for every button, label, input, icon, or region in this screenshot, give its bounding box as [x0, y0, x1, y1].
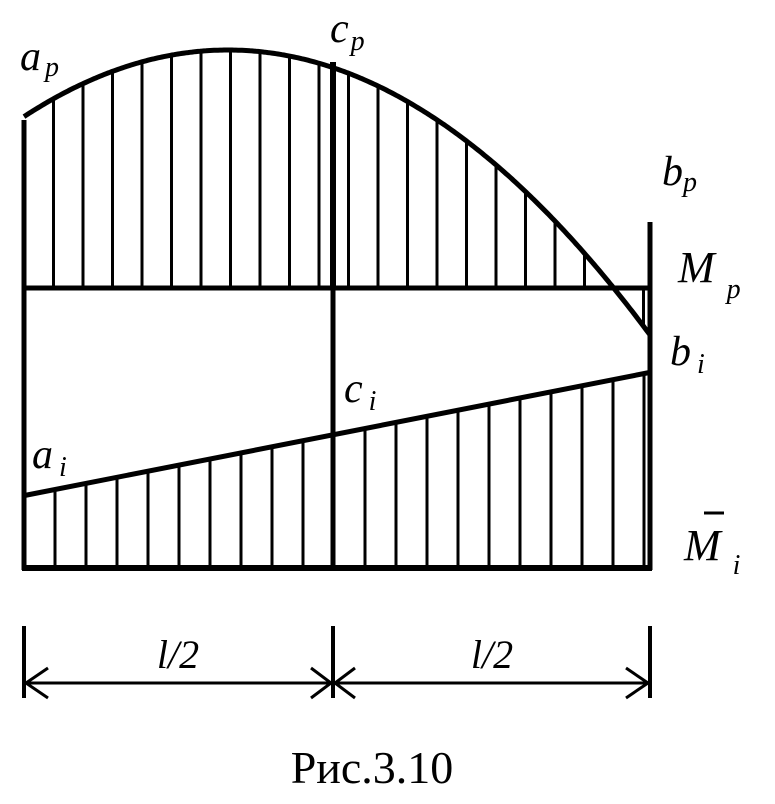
label-b-p-main: b — [662, 149, 683, 195]
arrow-head-mid-right — [332, 666, 356, 700]
label-c-i-sub: i — [369, 386, 377, 417]
arrow-head-mid-left — [310, 666, 334, 700]
label-c-p: cp — [330, 6, 365, 57]
label-b-p: bp — [662, 149, 697, 198]
arrow-head-right-outer — [625, 666, 651, 700]
label-c-p-main: c — [330, 6, 349, 52]
label-b-i-sub: i — [697, 349, 705, 380]
label-a-p-main: a — [20, 34, 41, 80]
mp-curve — [22, 47, 653, 337]
label-b-i-main: b — [670, 329, 691, 375]
label-a-p-sub: p — [43, 52, 59, 83]
label-m-p-sub: p — [725, 274, 741, 305]
mp-diagram — [21, 47, 653, 337]
dimension-line — [22, 626, 652, 700]
figure-caption: Рис.3.10 — [291, 742, 454, 793]
dim-label-right: l/2 — [471, 632, 513, 677]
label-c-i-main: c — [344, 366, 363, 412]
mp-hatch-lines — [52, 50, 645, 327]
label-a-i-sub: i — [59, 452, 67, 483]
dim-label-left: l/2 — [157, 632, 199, 677]
label-m-p-main: M — [677, 243, 717, 292]
label-m-i-main: M — [683, 521, 723, 570]
mi-sloped-line — [21, 369, 653, 499]
arrow-head-left-outer — [23, 666, 49, 700]
mi-hatch-lines — [53, 373, 646, 568]
label-b-p-sub: p — [681, 167, 697, 198]
label-m-i-sub: i — [733, 550, 741, 581]
frame-lines — [21, 288, 653, 570]
label-c-p-sub: p — [349, 26, 365, 57]
label-a-i-main: a — [32, 432, 53, 478]
mi-diagram — [21, 369, 653, 571]
